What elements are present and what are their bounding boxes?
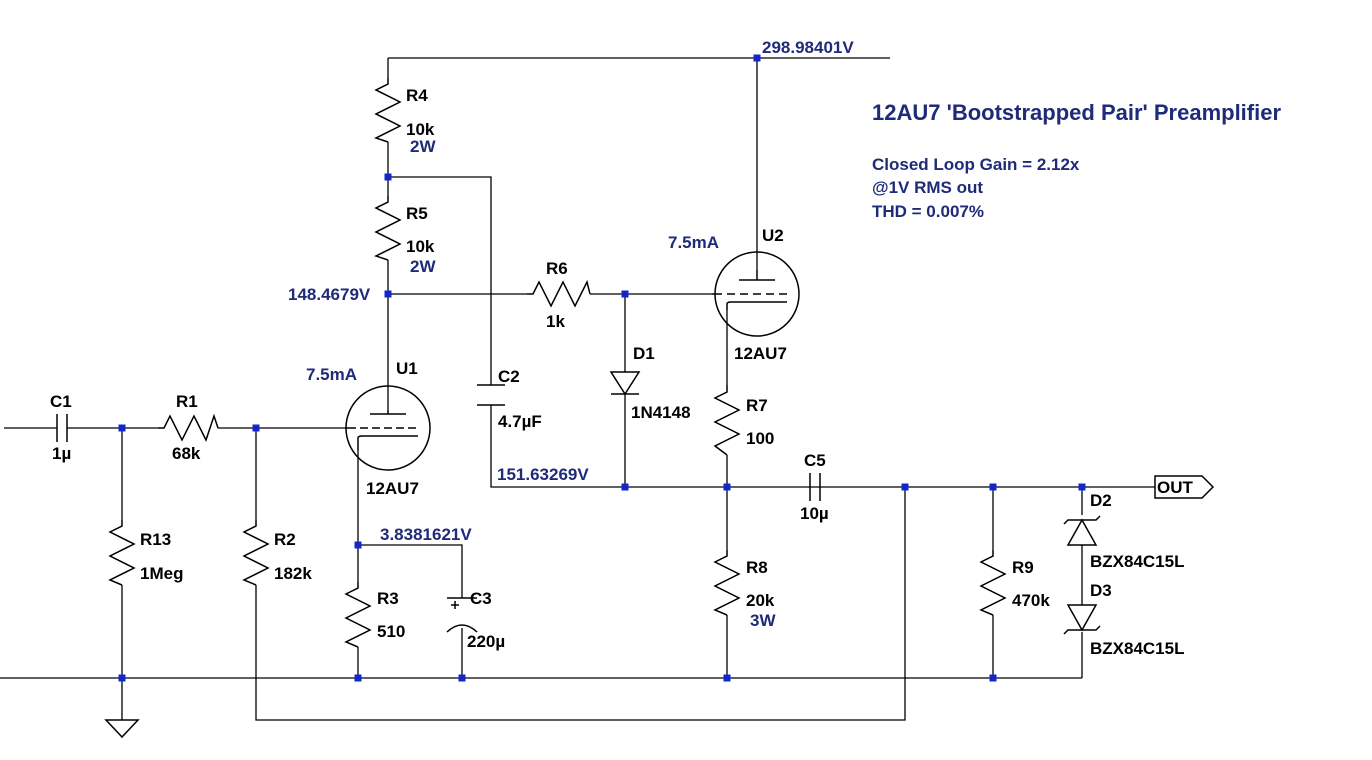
resistor-r7[interactable] (713, 385, 741, 456)
voltage-supply: 298.98401V (762, 38, 854, 57)
voltage-u1-cathode: 3.8381621V (380, 525, 472, 544)
note-gain: Closed Loop Gain = 2.12x (872, 155, 1080, 174)
c1-value: 1µ (52, 444, 71, 463)
u1-value: 12AU7 (366, 479, 419, 498)
r2-value: 182k (274, 564, 312, 583)
resistor-r6[interactable] (527, 279, 591, 308)
voltage-u1-plate: 148.4679V (288, 285, 371, 304)
c5-name: C5 (804, 451, 826, 470)
current-u1: 7.5mA (306, 365, 357, 384)
r5-power: 2W (410, 257, 436, 276)
resistor-r5[interactable] (374, 196, 402, 261)
zener-d3[interactable] (1063, 604, 1101, 635)
resistor-r9[interactable] (979, 550, 1007, 616)
r5-value: 10k (406, 237, 435, 256)
c3-value: 220µ (467, 632, 505, 651)
diagram-title: 12AU7 'Bootstrapped Pair' Preamplifier (872, 100, 1281, 125)
r1-value: 68k (172, 444, 201, 463)
c1-name: C1 (50, 392, 72, 411)
r8-name: R8 (746, 558, 768, 577)
r4-value: 10k (406, 120, 435, 139)
r4-power: 2W (410, 137, 436, 156)
c2-name: C2 (498, 367, 520, 386)
resistor-r1[interactable] (158, 413, 219, 442)
ground-icon (104, 719, 140, 739)
note-level: @1V RMS out (872, 178, 983, 197)
resistor-r3[interactable] (344, 582, 372, 648)
diode-d1[interactable] (609, 371, 641, 396)
d3-name: D3 (1090, 581, 1112, 600)
r7-name: R7 (746, 396, 768, 415)
r7-value: 100 (746, 429, 774, 448)
junctions (118, 54, 1086, 682)
resistor-r13[interactable] (108, 520, 136, 586)
current-u2: 7.5mA (668, 233, 719, 252)
zener-d2[interactable] (1063, 515, 1101, 546)
resistor-r4[interactable] (374, 78, 402, 143)
voltage-u2-cathode: 151.63269V (497, 465, 589, 484)
d2-name: D2 (1090, 491, 1112, 510)
output-port-label: OUT (1157, 478, 1194, 497)
capacitor-c1[interactable] (56, 414, 68, 442)
r8-power: 3W (750, 611, 776, 630)
resistor-r2[interactable] (242, 520, 270, 586)
r6-name: R6 (546, 259, 568, 278)
r2-name: R2 (274, 530, 296, 549)
d3-value: BZX84C15L (1090, 639, 1184, 658)
c3-name: C3 (470, 589, 492, 608)
r3-value: 510 (377, 622, 405, 641)
capacitor-c2[interactable] (477, 384, 505, 406)
triode-u2[interactable] (712, 251, 800, 337)
note-thd: THD = 0.007% (872, 202, 984, 221)
d1-name: D1 (633, 344, 655, 363)
u2-name: U2 (762, 226, 784, 245)
d1-value: 1N4148 (631, 403, 691, 422)
d2-value: BZX84C15L (1090, 552, 1184, 571)
u2-value: 12AU7 (734, 344, 787, 363)
c2-value: 4.7µF (498, 412, 542, 431)
c5-value: 10µ (800, 504, 829, 523)
r8-value: 20k (746, 591, 775, 610)
r6-value: 1k (546, 312, 565, 331)
capacitor-c3[interactable] (446, 597, 478, 633)
r5-name: R5 (406, 204, 428, 223)
triode-u1[interactable] (345, 385, 431, 471)
u1-name: U1 (396, 359, 418, 378)
r1-name: R1 (176, 392, 198, 411)
r13-value: 1Meg (140, 564, 183, 583)
resistor-r8[interactable] (713, 550, 741, 616)
capacitor-c5[interactable] (809, 473, 821, 501)
r9-value: 470k (1012, 591, 1050, 610)
r9-name: R9 (1012, 558, 1034, 577)
r3-name: R3 (377, 589, 399, 608)
output-port[interactable]: OUT (1154, 475, 1215, 499)
r13-name: R13 (140, 530, 171, 549)
r4-name: R4 (406, 86, 428, 105)
